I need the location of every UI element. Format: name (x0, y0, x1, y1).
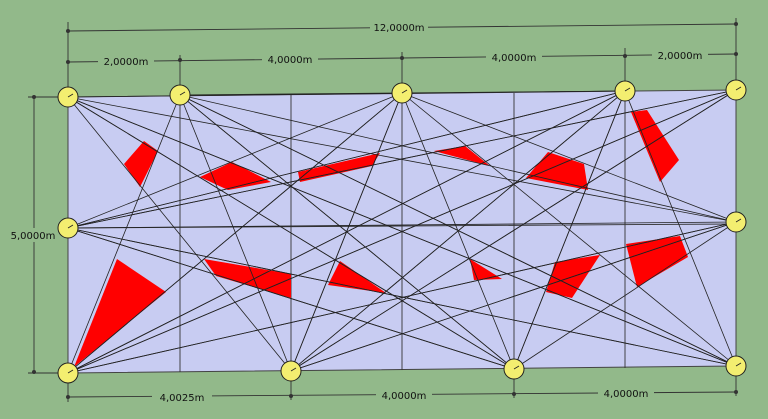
dim-total-label: 12,0000m (373, 23, 424, 34)
light-fixtures (57, 79, 747, 384)
dim-bottom-2-label: 4,0000m (382, 391, 427, 402)
light-fixture (169, 84, 191, 106)
light-ray (401, 92, 737, 223)
light-fixture (725, 211, 747, 233)
light-ray (290, 221, 737, 372)
shadow-region (470, 259, 502, 280)
dim-top-4-label: 2,0000m (658, 51, 703, 62)
light-ray (67, 92, 403, 374)
light-ray (67, 94, 181, 374)
light-ray (290, 90, 626, 372)
shadow-region (204, 259, 291, 298)
light-ray (67, 92, 403, 229)
light-fixture (280, 360, 302, 382)
light-fixture (57, 362, 79, 384)
light-fixture (503, 358, 525, 380)
shadow-region (200, 162, 271, 190)
light-fixture (57, 86, 79, 108)
light-fixture (725, 355, 747, 377)
light-ray (401, 92, 737, 367)
light-ray (67, 90, 626, 229)
light-ray (290, 92, 403, 372)
light-fixture (391, 82, 413, 104)
light-fixture (614, 80, 636, 102)
light-ray (67, 227, 737, 367)
light-ray (67, 96, 515, 370)
dim-bottom-3-label: 4,0000m (604, 389, 649, 400)
light-rays (67, 89, 737, 374)
shadow-region (74, 259, 166, 367)
light-ray (67, 221, 737, 374)
shadow-region (124, 141, 158, 187)
light-ray (67, 96, 737, 223)
shadow-region (631, 110, 679, 182)
dimension-ticks (32, 22, 738, 399)
dim-top-1-label: 2,0000m (104, 57, 149, 68)
light-ray (624, 90, 737, 367)
light-ray (67, 96, 737, 367)
light-ray (67, 221, 737, 229)
dim-bottom-1-label: 4,0025m (160, 393, 205, 404)
shadow-region (298, 153, 380, 182)
light-ray (67, 227, 515, 370)
dim-height-label: 5,0000m (11, 231, 56, 242)
light-ray (513, 221, 737, 370)
light-ray (67, 89, 737, 229)
dimension-labels: 12,0000m 2,0000m 4,0000m 4,0000m 2,0000m… (8, 20, 708, 404)
dim-top-3-label: 4,0000m (492, 53, 537, 64)
light-fixture (725, 79, 747, 101)
light-ray (179, 94, 737, 223)
light-ray (513, 90, 626, 370)
light-ray (290, 89, 737, 372)
shadow-region (626, 236, 688, 287)
light-ray (67, 96, 292, 372)
light-fixture (57, 217, 79, 239)
light-ray (179, 94, 737, 367)
shadow-region (434, 146, 490, 166)
light-ray (179, 94, 515, 370)
dim-top-2-label: 4,0000m (268, 55, 313, 66)
